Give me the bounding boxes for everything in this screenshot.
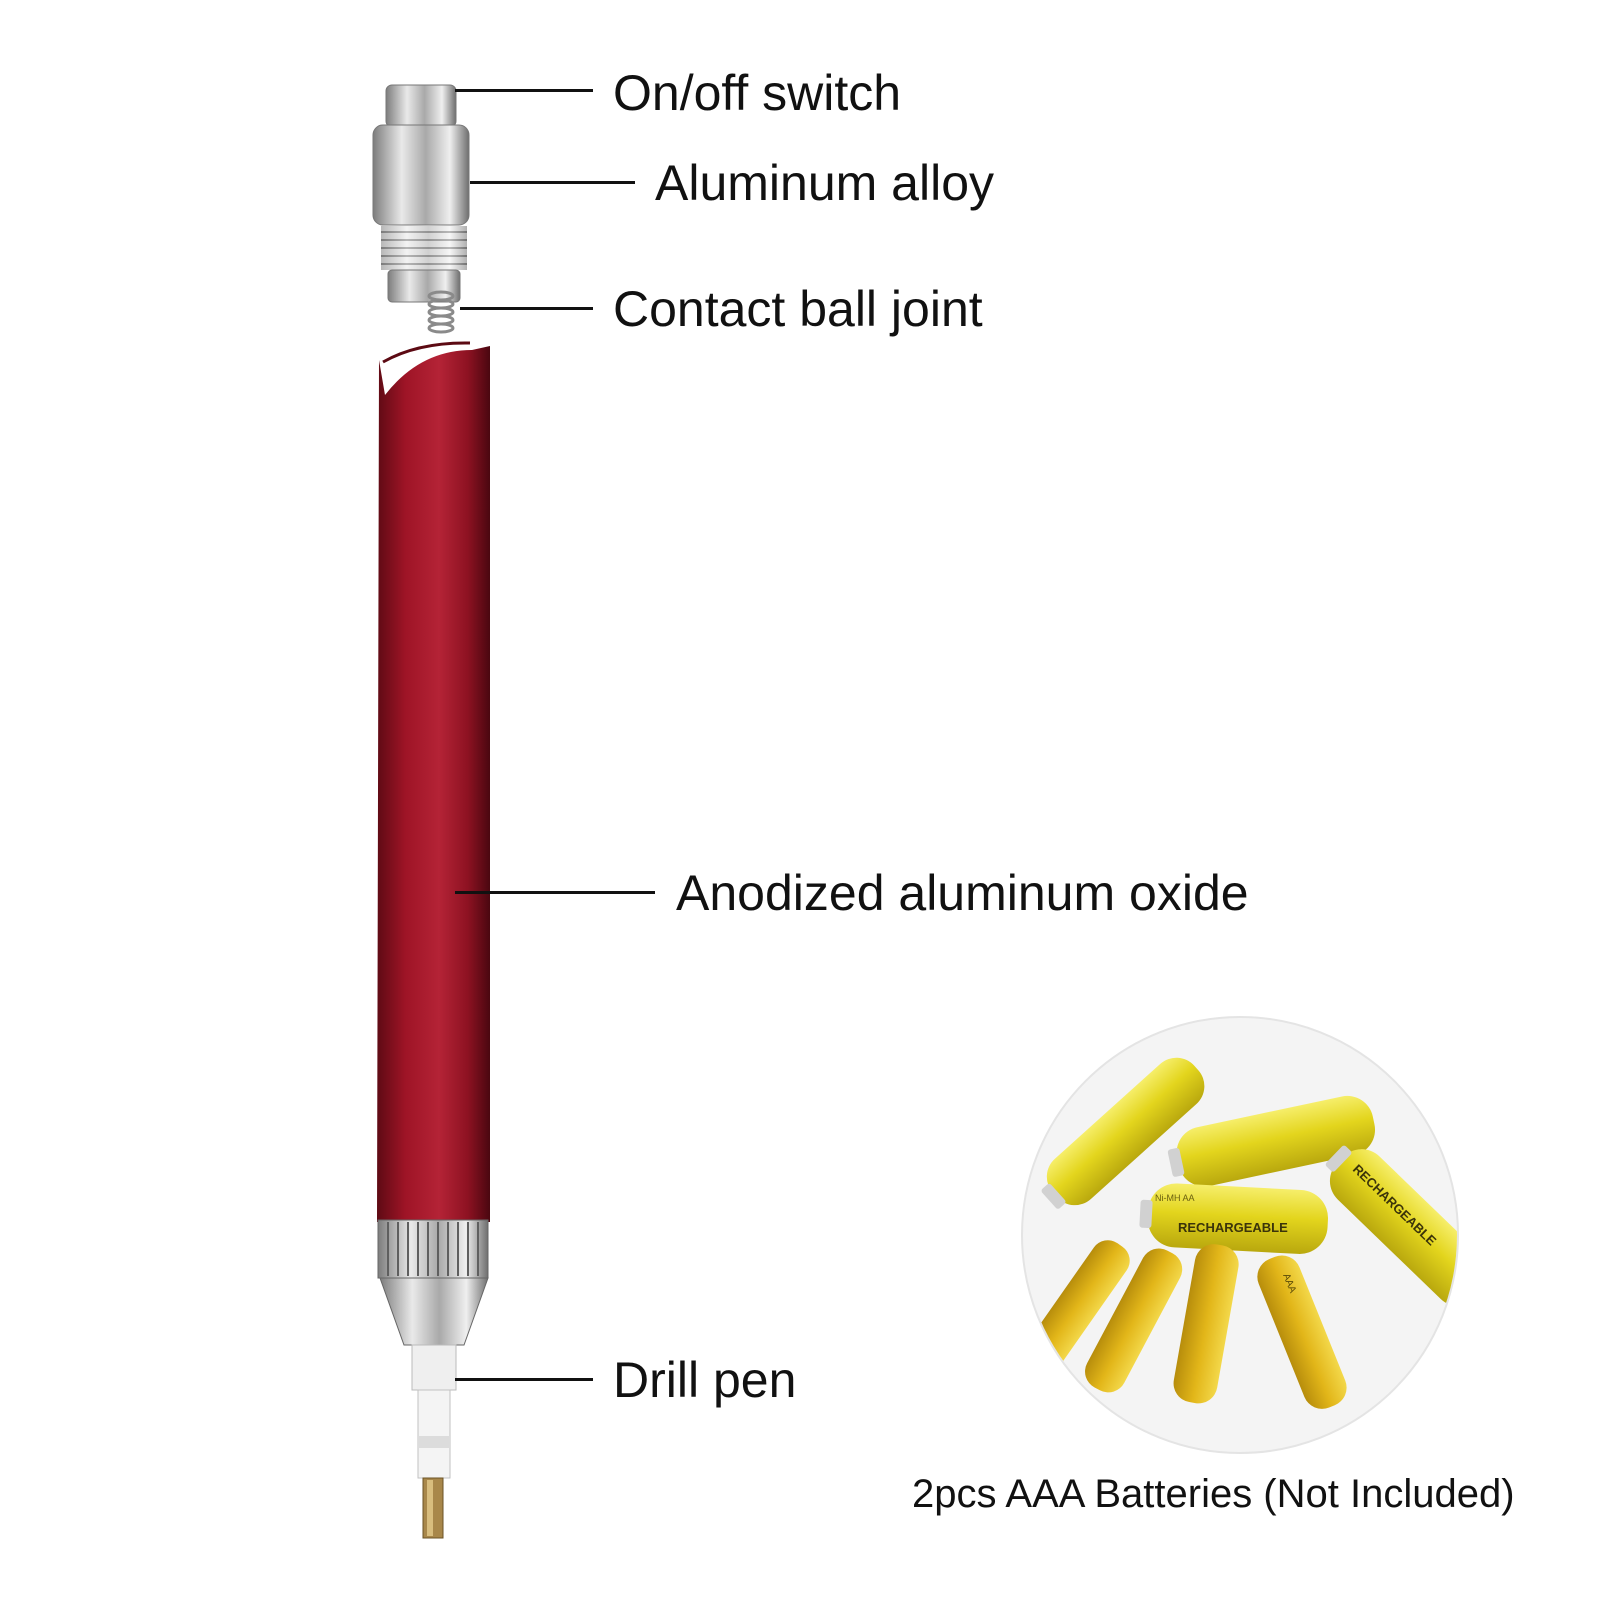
label-batteries-note: 2pcs AAA Batteries (Not Included) (912, 1472, 1515, 1516)
label-on-off-switch: On/off switch (613, 65, 902, 121)
pen-cone (379, 1277, 489, 1346)
label-anodized-aluminum-oxide: Anodized aluminum oxide (676, 865, 1249, 921)
leader-line-ball-joint (460, 307, 593, 310)
knurled-ring (377, 1219, 489, 1279)
leader-line-switch (455, 89, 593, 92)
switch-cap (372, 84, 470, 303)
leader-line-drill-pen (455, 1378, 593, 1381)
leader-line-alloy (470, 181, 635, 184)
label-contact-ball-joint: Contact ball joint (613, 281, 983, 337)
label-drill-pen: Drill pen (613, 1352, 797, 1408)
tip-sleeve (411, 1344, 457, 1479)
pen-body (377, 341, 490, 1222)
battery-type-mark: Ni-MH AA (1155, 1193, 1195, 1203)
brass-tip (422, 1477, 444, 1539)
battery-rechargeable-label: RECHARGEABLE (1178, 1220, 1288, 1235)
leader-line-oxide (455, 891, 655, 894)
battery-photo: Ni-MH AA RECHARGEABLE RECHARGEABLE AAA (1021, 1016, 1459, 1454)
contact-spring (427, 290, 455, 334)
label-aluminum-alloy: Aluminum alloy (655, 155, 995, 211)
